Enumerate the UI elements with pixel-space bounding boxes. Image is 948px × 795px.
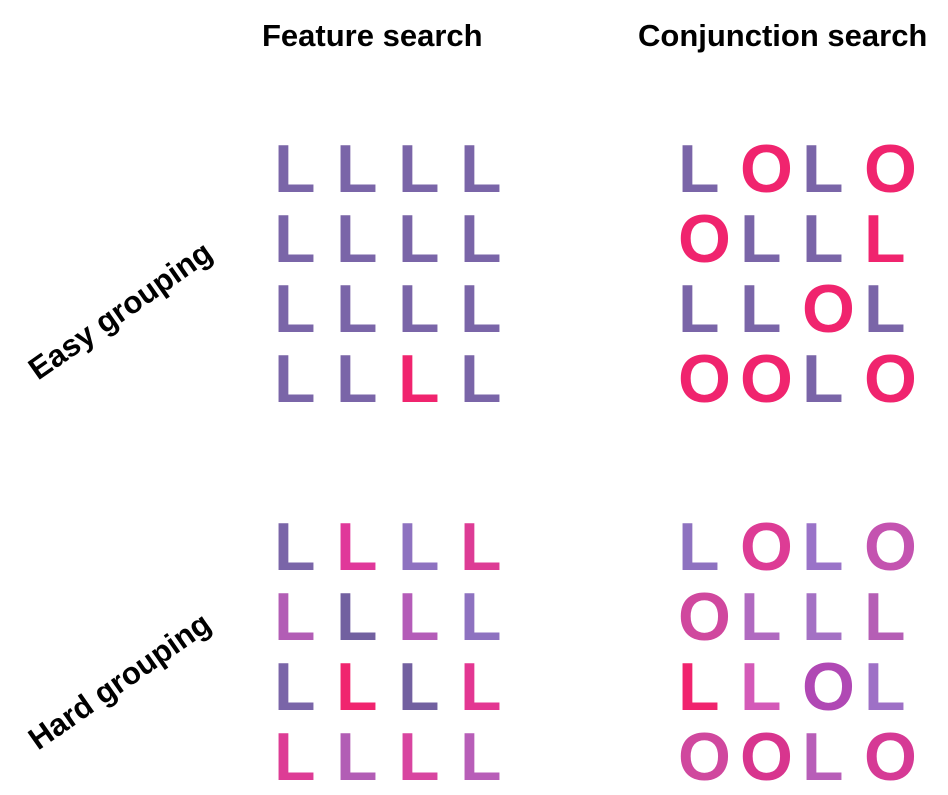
- letter-o: O: [678, 579, 731, 655]
- letter-l: L: [274, 649, 316, 725]
- letter-l: L: [740, 649, 782, 725]
- letter-l: L: [802, 509, 844, 585]
- letter-l: L: [274, 509, 316, 585]
- letter-l: L: [460, 201, 502, 277]
- letter-l: L: [398, 131, 440, 207]
- letter-l: L: [678, 271, 720, 347]
- letter-o: O: [740, 509, 793, 585]
- letter-o: O: [740, 131, 793, 207]
- column-title-feature-search: Feature search: [262, 18, 483, 53]
- row-title-hard-grouping: Hard grouping: [22, 605, 218, 757]
- letter-l: L: [802, 579, 844, 655]
- letter-l: L: [274, 201, 316, 277]
- letter-l: L: [460, 509, 502, 585]
- letter-l: L: [460, 719, 502, 795]
- letter-l: L: [460, 579, 502, 655]
- letter-l: L: [336, 131, 378, 207]
- letter-l: L: [802, 201, 844, 277]
- letter-l: L: [398, 509, 440, 585]
- letter-l: L: [802, 719, 844, 795]
- letter-l: L: [274, 271, 316, 347]
- letter-o: O: [678, 719, 731, 795]
- letter-o: O: [740, 341, 793, 417]
- letter-l: L: [460, 131, 502, 207]
- letter-l: L: [864, 201, 906, 277]
- letter-l: L: [740, 579, 782, 655]
- letter-l: L: [460, 341, 502, 417]
- letter-o: O: [864, 341, 917, 417]
- letter-l: L: [678, 649, 720, 725]
- letter-o: O: [864, 509, 917, 585]
- letter-l: L: [740, 271, 782, 347]
- letter-l: L: [336, 649, 378, 725]
- letter-l: L: [274, 579, 316, 655]
- letter-l: L: [802, 341, 844, 417]
- letter-o: O: [678, 341, 731, 417]
- letter-l: L: [398, 341, 440, 417]
- letter-o: O: [678, 201, 731, 277]
- letter-l: L: [398, 201, 440, 277]
- letter-l: L: [398, 579, 440, 655]
- letter-l: L: [864, 271, 906, 347]
- letter-o: O: [864, 719, 917, 795]
- letter-l: L: [678, 131, 720, 207]
- letter-l: L: [336, 579, 378, 655]
- letter-l: L: [274, 719, 316, 795]
- letter-l: L: [864, 579, 906, 655]
- column-title-conjunction-search: Conjunction search: [638, 18, 928, 53]
- letter-l: L: [864, 649, 906, 725]
- letter-l: L: [460, 649, 502, 725]
- letter-l: L: [740, 201, 782, 277]
- letter-l: L: [398, 719, 440, 795]
- row-title-easy-grouping: Easy grouping: [22, 234, 219, 387]
- letter-l: L: [336, 719, 378, 795]
- letter-l: L: [274, 341, 316, 417]
- letter-o: O: [802, 271, 855, 347]
- letter-l: L: [336, 201, 378, 277]
- letter-l: L: [678, 509, 720, 585]
- letter-l: L: [398, 649, 440, 725]
- letter-o: O: [740, 719, 793, 795]
- letter-l: L: [802, 131, 844, 207]
- letter-o: O: [864, 131, 917, 207]
- letter-o: O: [802, 649, 855, 725]
- letter-l: L: [336, 341, 378, 417]
- letter-l: L: [460, 271, 502, 347]
- letter-l: L: [336, 509, 378, 585]
- letter-l: L: [274, 131, 316, 207]
- letter-l: L: [336, 271, 378, 347]
- letter-l: L: [398, 271, 440, 347]
